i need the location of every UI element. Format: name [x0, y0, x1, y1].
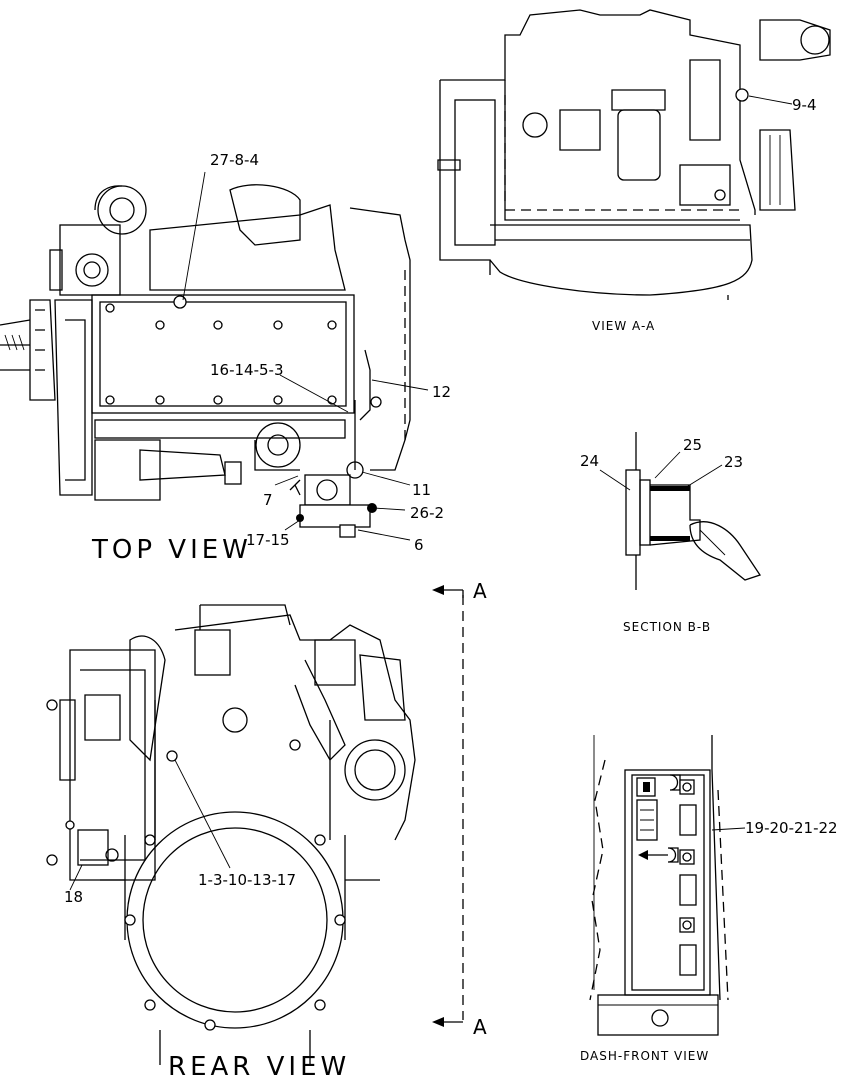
- callout-18: 18: [64, 888, 83, 906]
- section-a-marker-top: A: [473, 579, 487, 603]
- callout-6: 6: [414, 536, 424, 554]
- callout-1-3-10-13-17: 1-3-10-13-17: [198, 871, 296, 889]
- callout-11: 11: [412, 481, 431, 499]
- section-a-marker-bottom: A: [473, 1015, 487, 1039]
- section-bb-drawing: [625, 432, 762, 590]
- leader-9-4: [748, 95, 793, 105]
- section-bb-title: SECTION B-B: [623, 620, 711, 634]
- rear-view-title: REAR VIEW: [168, 1052, 350, 1082]
- callout-27-8-4: 27-8-4: [210, 151, 259, 169]
- section-bb-leaders: [599, 451, 723, 491]
- leader-19-20-21-22: [711, 827, 746, 831]
- view-aa-drawing: [437, 9, 831, 300]
- section-a-line: [432, 585, 464, 1027]
- callout-24: 24: [580, 452, 599, 470]
- top-view-title: TOP VIEW: [91, 535, 252, 565]
- callout-19-20-21-22: 19-20-21-22: [745, 819, 838, 837]
- callout-7: 7: [263, 491, 273, 509]
- dash-front-drawing: [589, 735, 729, 1036]
- callout-12: 12: [432, 383, 451, 401]
- view-aa-title: VIEW A-A: [592, 319, 655, 333]
- callout-17-15: 17-15: [246, 531, 290, 549]
- top-view-leaders: [182, 171, 429, 541]
- callout-25: 25: [683, 436, 702, 454]
- callout-9-4: 9-4: [792, 96, 817, 114]
- dash-front-view-title: DASH-FRONT VIEW: [580, 1049, 709, 1063]
- rear-view-drawing: [46, 604, 416, 1065]
- rear-view-leaders: [69, 759, 231, 891]
- callout-16-14-5-3: 16-14-5-3: [210, 361, 284, 379]
- callout-26-2: 26-2: [410, 504, 444, 522]
- callout-23: 23: [724, 453, 743, 471]
- top-view-drawing: [0, 184, 411, 538]
